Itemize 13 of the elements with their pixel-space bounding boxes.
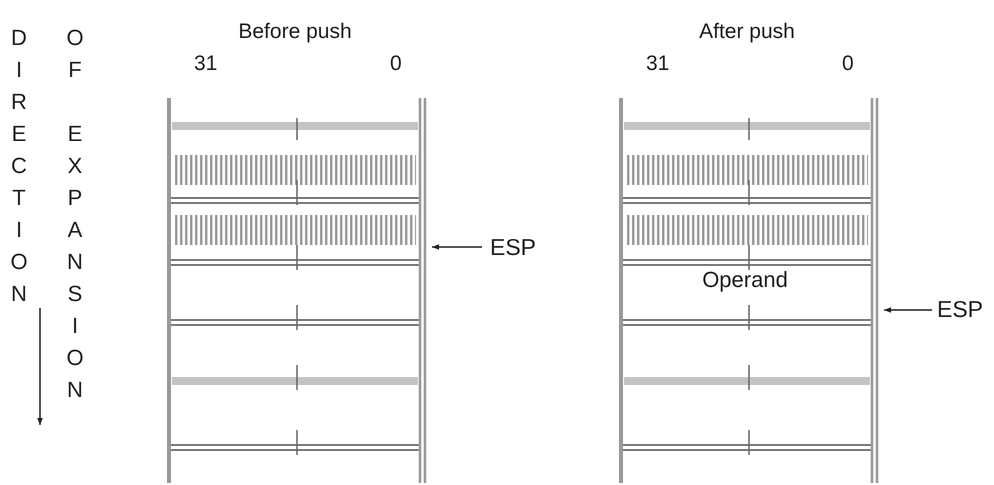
bit-number: 0 [842, 53, 854, 74]
stack-heading: After push [699, 20, 795, 43]
bit-number: 31 [646, 53, 670, 74]
pointer-label: ESP [490, 236, 536, 258]
bit-number: 0 [390, 53, 402, 74]
pointer-label: ESP [936, 298, 984, 320]
bit-number: 31 [194, 53, 218, 74]
slot-label: Operand [702, 268, 788, 290]
arrow [884, 307, 932, 313]
vertical-label: OF EXPANSION [65, 24, 85, 404]
stack-heading: Before push [238, 20, 352, 43]
arrow [432, 244, 482, 250]
vertical-label: DIRECTION [9, 24, 29, 308]
